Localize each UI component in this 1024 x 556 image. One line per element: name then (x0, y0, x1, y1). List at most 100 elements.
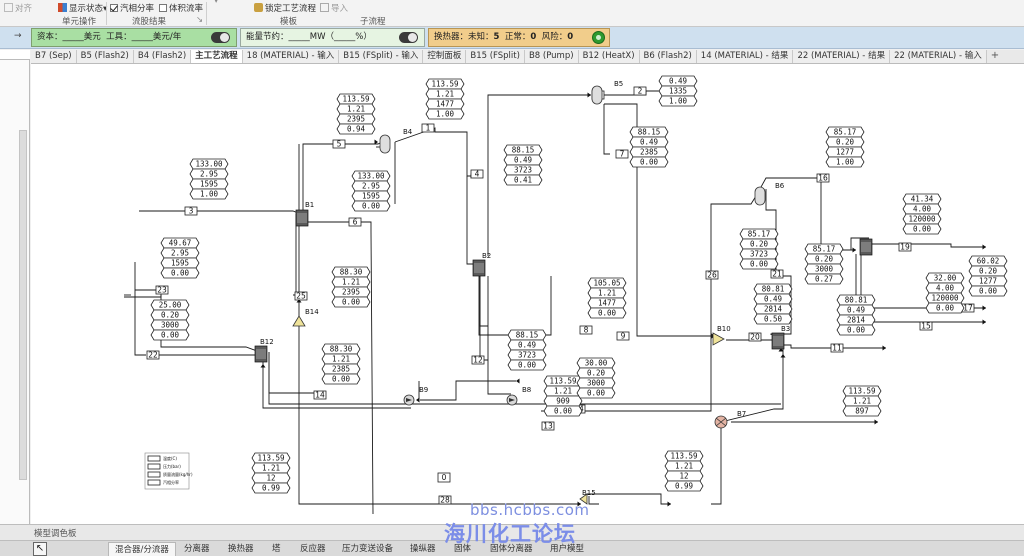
tab-9[interactable]: B12 (HeatX) (578, 50, 640, 63)
stream-table-cell[interactable] (507, 359, 547, 371)
palette-tab-9[interactable]: 用户模型 (550, 544, 585, 554)
vapor-fraction-checkbox[interactable]: 汽相分率 (110, 2, 154, 14)
stream-label-box[interactable] (816, 173, 830, 183)
stream-line[interactable] (479, 269, 488, 327)
stream-table-cell[interactable] (739, 258, 779, 270)
tab-1[interactable]: B5 (Flash2) (76, 50, 134, 63)
stream-label-box[interactable] (615, 149, 629, 159)
tab-5[interactable]: B15 (FSplit) - 输入 (339, 50, 424, 63)
tab-13[interactable]: 22 (MATERIAL) - 输入 (890, 50, 987, 63)
stream-label-box[interactable] (332, 139, 346, 149)
stream-line[interactable] (869, 243, 986, 248)
stream-table-cell[interactable] (251, 482, 291, 494)
stream-table-cell[interactable] (902, 223, 942, 235)
stream-line[interactable] (711, 428, 722, 505)
stream-table-cell[interactable] (664, 480, 704, 492)
small-value-box[interactable] (437, 472, 451, 483)
expand-arrow-icon[interactable]: → (14, 31, 22, 41)
stream-line[interactable] (850, 237, 869, 250)
palette-tab-7[interactable]: 固体 (454, 544, 472, 554)
block-b6[interactable] (754, 186, 766, 206)
stream-line[interactable] (720, 343, 784, 428)
stream-line[interactable] (139, 210, 304, 216)
stream-table-cell[interactable] (503, 174, 543, 186)
stream-line[interactable] (262, 360, 411, 409)
stream-label-box[interactable] (705, 270, 719, 280)
stream-table-cell[interactable] (753, 313, 793, 325)
stream-line[interactable] (466, 176, 478, 265)
stream-table-cell[interactable] (351, 200, 391, 212)
stream-label-box[interactable] (748, 332, 762, 342)
stream-label-box[interactable] (770, 269, 784, 279)
stream-line[interactable] (587, 493, 671, 505)
stream-label-box[interactable] (633, 86, 647, 96)
stream-table-cell[interactable] (150, 329, 190, 341)
cost-bar[interactable]: 资本：_____美元 工具：_____美元/年 (31, 28, 237, 47)
palette-tab-4[interactable]: 反应器 (300, 544, 326, 554)
stream-label-box[interactable] (184, 206, 198, 216)
flowsheet-canvas[interactable]: 3561247891112131415161719202122232425262… (31, 64, 1024, 524)
energy-toggle[interactable] (399, 32, 418, 43)
import-button[interactable]: 导入 (320, 2, 348, 14)
stream-table-cell[interactable] (321, 373, 361, 385)
stream-label-box[interactable] (146, 350, 160, 360)
vol-flow-checkbox[interactable]: 体积流率 (159, 2, 203, 14)
template-dropdown-icon[interactable]: ▾ (214, 0, 219, 6)
stream-table-cell[interactable] (825, 156, 865, 168)
stream-label-box[interactable] (155, 285, 169, 295)
tab-6[interactable]: 控制面板 (423, 50, 467, 63)
heat-exchanger-bar[interactable]: 换热器：未知：5 正常：0 风险：0 (428, 28, 610, 47)
stream-line[interactable] (710, 195, 757, 278)
stream-table-cell[interactable] (804, 273, 844, 285)
tab-4[interactable]: 18 (MATERIAL) - 输入 (242, 50, 340, 63)
stream-line[interactable] (603, 104, 610, 155)
palette-tab-3[interactable]: 塔 (272, 544, 281, 554)
stream-table-cell[interactable] (189, 188, 229, 200)
palette-tab-5[interactable]: 压力变送设备 (342, 544, 394, 554)
stream-line[interactable] (134, 262, 146, 356)
stream-table-cell[interactable] (160, 267, 200, 279)
stream-label-box[interactable] (919, 321, 933, 331)
stream-label-box[interactable] (438, 495, 452, 505)
navigation-scrollbar[interactable] (19, 130, 27, 480)
tab-12[interactable]: 22 (MATERIAL) - 结果 (793, 50, 891, 63)
stream-table-cell[interactable] (336, 123, 376, 135)
tab-8[interactable]: B8 (Pump) (524, 50, 579, 63)
tab-2[interactable]: B4 (Flash2) (133, 50, 192, 63)
select-cursor-icon[interactable]: ↖ (33, 542, 47, 556)
stream-label-box[interactable] (313, 390, 327, 400)
stream-label-box[interactable] (421, 123, 435, 133)
stream-label-box[interactable] (616, 331, 630, 341)
palette-tab-0[interactable]: 混合器/分流器 (108, 542, 176, 556)
stream-table-cell[interactable] (925, 302, 965, 314)
stream-table-cell[interactable] (543, 405, 583, 417)
tab-0[interactable]: B7 (Sep) (31, 50, 77, 63)
stream-label-box[interactable] (471, 355, 485, 365)
stream-line[interactable] (855, 254, 986, 309)
palette-tab-1[interactable]: 分离器 (184, 544, 210, 554)
stream-line[interactable] (479, 269, 488, 361)
stream-label-box[interactable] (294, 291, 308, 301)
stream-table-cell[interactable] (968, 285, 1008, 297)
tab-11[interactable]: 14 (MATERIAL) - 结果 (696, 50, 794, 63)
show-status-dropdown[interactable]: 显示状态▾ (58, 2, 107, 14)
stream-label-box[interactable] (830, 343, 844, 353)
stream-line[interactable] (487, 276, 511, 395)
tab-3[interactable]: 主工艺流程 (191, 50, 243, 63)
palette-tab-6[interactable]: 操纵器 (410, 544, 436, 554)
stream-line[interactable] (298, 326, 581, 505)
stream-line[interactable] (124, 295, 162, 298)
stream-table-cell[interactable] (425, 108, 465, 120)
lock-flowsheet-button[interactable]: 锁定工艺流程 (254, 2, 316, 14)
stream-line[interactable] (487, 94, 591, 256)
stream-label-box[interactable] (541, 421, 555, 431)
add-tab-button[interactable]: + (990, 50, 1000, 61)
cost-toggle[interactable] (211, 32, 230, 43)
stream-table-cell[interactable] (331, 296, 371, 308)
status-ok-icon[interactable] (592, 31, 605, 44)
block-b14[interactable] (292, 315, 306, 327)
energy-bar[interactable]: 能量节约：_____MW（_____%） (240, 28, 425, 47)
block-b15[interactable] (579, 493, 588, 505)
stream-line[interactable] (268, 352, 316, 394)
stream-line[interactable] (478, 264, 552, 336)
